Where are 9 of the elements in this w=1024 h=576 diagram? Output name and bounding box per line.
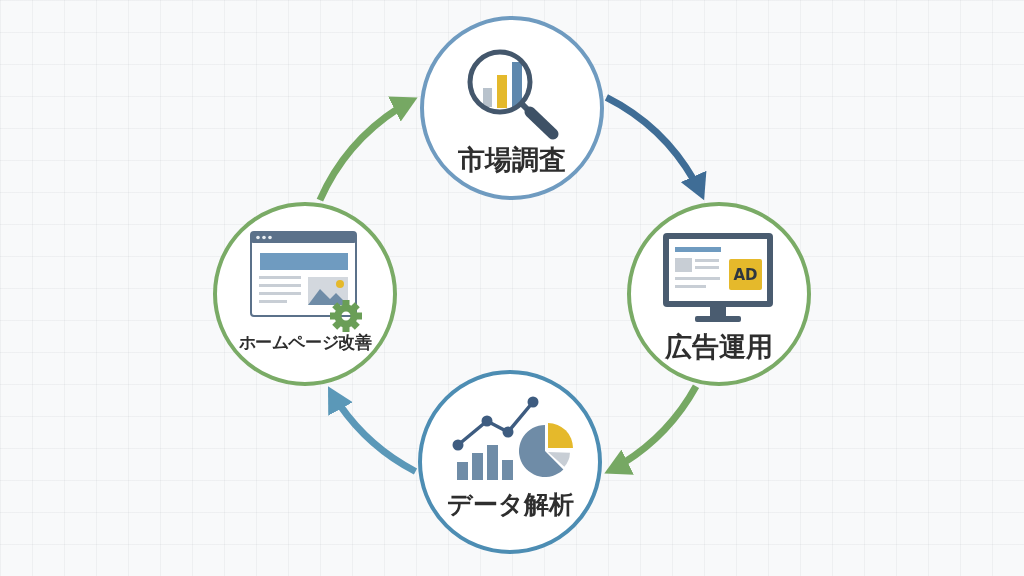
step-label: 市場調査 bbox=[458, 143, 566, 177]
arrow bbox=[604, 94, 708, 202]
step-label: 広告運用 bbox=[665, 330, 773, 364]
ad-tag: AD bbox=[729, 259, 762, 290]
step-label: データ解析 bbox=[446, 490, 574, 520]
arrow bbox=[602, 384, 699, 477]
arrow bbox=[316, 94, 420, 202]
step-label: ホームページ改善 bbox=[238, 333, 372, 353]
arrow bbox=[325, 384, 418, 475]
